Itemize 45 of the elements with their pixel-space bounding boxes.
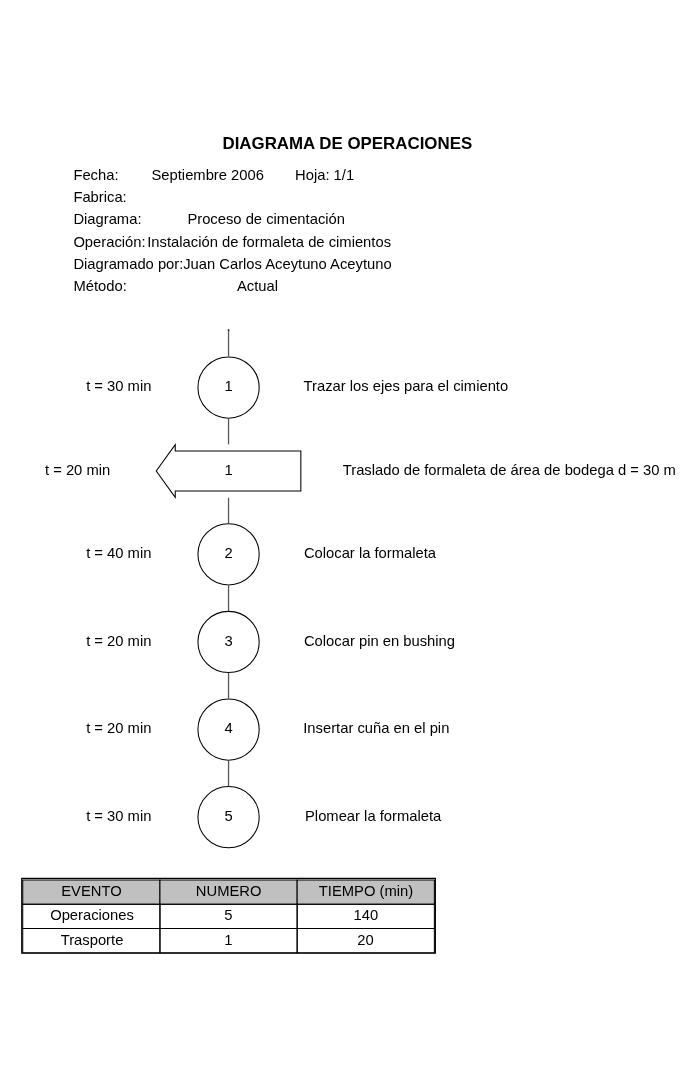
node-label: Traslado de formaleta de área de bodega d = 30 m bbox=[342, 461, 676, 478]
connector bbox=[227, 671, 229, 699]
label: Actual bbox=[236, 277, 278, 294]
label: Hoja: 1/1 bbox=[294, 166, 354, 183]
label: Diagrama: bbox=[72, 210, 142, 227]
node-label: t = 30 min bbox=[85, 807, 151, 824]
label: Fabrica: bbox=[72, 188, 127, 205]
label: 20 bbox=[356, 931, 374, 948]
label: Operaciones bbox=[49, 906, 134, 923]
connector bbox=[227, 496, 229, 524]
node-circle: 2 bbox=[196, 522, 260, 585]
label: 140 bbox=[353, 906, 378, 923]
connector bbox=[227, 584, 229, 612]
diagram-title: DIAGRAMA DE OPERACIONES bbox=[221, 133, 472, 153]
label: Fecha: bbox=[72, 166, 119, 183]
node-label: Insertar cuña en el pin bbox=[302, 719, 449, 736]
label: Proceso de cimentación bbox=[186, 210, 345, 227]
node-label: Trazar los ejes para el cimiento bbox=[303, 377, 508, 394]
node-label: t = 20 min bbox=[44, 461, 110, 478]
node-label: t = 40 min bbox=[85, 544, 151, 561]
label: Operación: bbox=[72, 233, 146, 250]
node-label: Colocar la formaleta bbox=[303, 544, 436, 561]
node-label: t = 30 min bbox=[85, 377, 151, 394]
node-circle: 1 bbox=[196, 355, 260, 419]
node-label: Plomear la formaleta bbox=[304, 807, 441, 824]
label: NUMERO bbox=[195, 882, 261, 899]
node-label: Colocar pin en bushing bbox=[303, 632, 455, 649]
node-label: t = 20 min bbox=[85, 632, 151, 649]
node-label: t = 20 min bbox=[85, 719, 151, 736]
connector bbox=[227, 759, 229, 787]
label: Trasporte bbox=[60, 931, 123, 948]
label: Método: bbox=[72, 277, 127, 294]
node-circle: 5 bbox=[196, 785, 260, 848]
node-circle: 4 bbox=[196, 697, 260, 761]
label: 5 bbox=[223, 906, 233, 923]
label: Septiembre 2006 bbox=[150, 166, 264, 183]
node-circle: 3 bbox=[196, 610, 260, 673]
label: EVENTO bbox=[60, 882, 122, 899]
label: 1 bbox=[223, 931, 233, 948]
connector bbox=[227, 417, 229, 445]
label: Instalación de formaleta de cimientos bbox=[146, 233, 391, 250]
label: Juan Carlos Aceytuno Aceytuno bbox=[182, 255, 392, 272]
connector bbox=[227, 329, 229, 357]
label: Diagramado por: bbox=[72, 255, 183, 272]
label: TIEMPO (min) bbox=[318, 882, 413, 899]
